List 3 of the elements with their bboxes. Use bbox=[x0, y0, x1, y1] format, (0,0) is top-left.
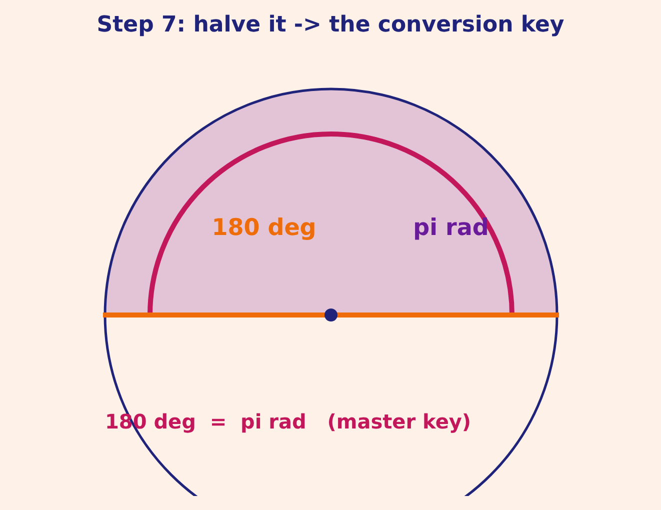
angle-label: 180 deg bbox=[212, 214, 316, 242]
diagram-title: Step 7: halve it -> the conversion key bbox=[96, 12, 564, 38]
angle-label: pi rad bbox=[413, 214, 489, 242]
